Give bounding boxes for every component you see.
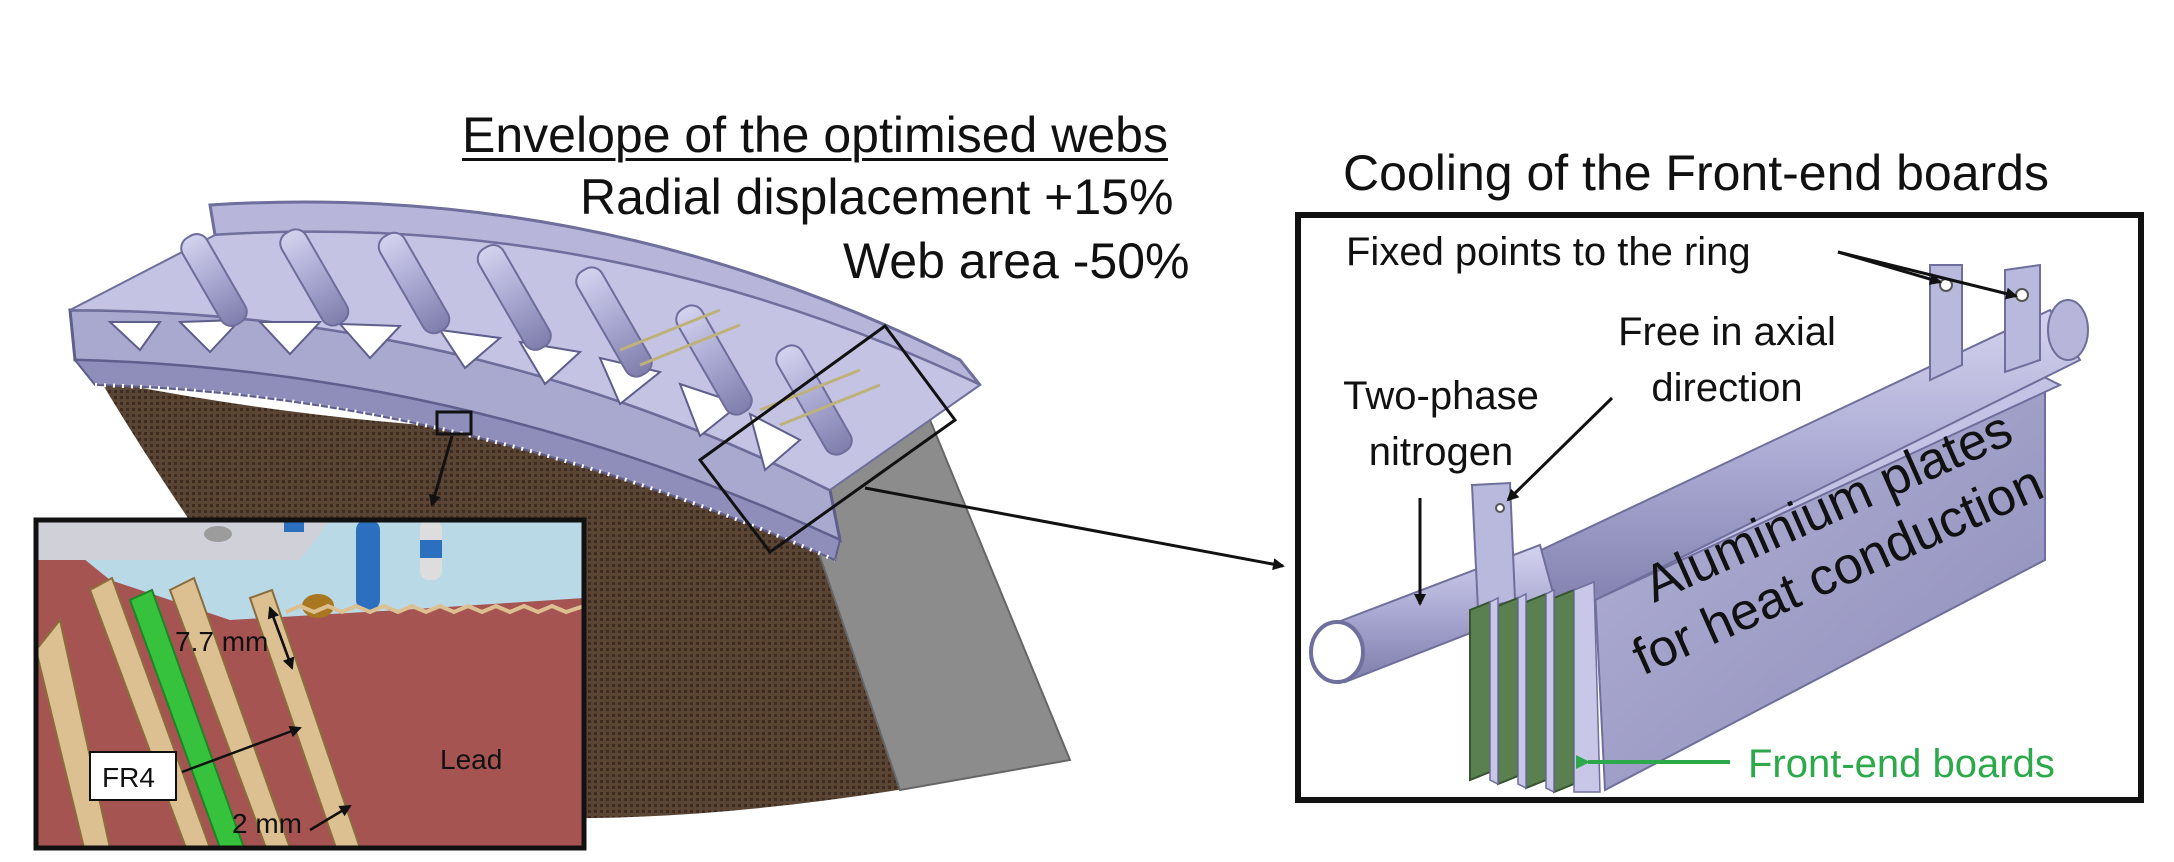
label-nitrogen-2: nitrogen [1368, 430, 1514, 474]
inset-source-box [435, 410, 473, 436]
free-axial-arrow [1506, 396, 1614, 502]
inset-label-lead: Lead [440, 744, 503, 775]
nitrogen-pipe-opening [1309, 620, 1365, 684]
ring-hole-row [94, 383, 836, 562]
fr4-pointer [181, 725, 302, 774]
label-nitrogen-1: Two-phase [1343, 374, 1539, 418]
cooling-panel [1295, 212, 2144, 803]
left-web-area: Web area -50% [843, 233, 1190, 289]
fixed-bracket-1 [1929, 264, 1963, 382]
inset-dim-spacing: 7.7 mm [175, 626, 269, 657]
inset-label-fr4: FR4 [102, 762, 155, 793]
fixed-bracket-2 [2004, 263, 2041, 374]
cooling-source-box [697, 323, 958, 555]
left-title: Envelope of the optimised webs [462, 107, 1168, 163]
front-end-boards [1469, 580, 1601, 794]
label-fixed-points: Fixed points to the ring [1346, 230, 1751, 274]
left-radial-displacement: Radial displacement +15% [580, 169, 1174, 225]
inset-blue-pipe [356, 520, 380, 610]
fixed-points-arrow-2 [1837, 250, 2018, 300]
label-free-axial-2: direction [1651, 366, 1803, 410]
inset-top-plate [36, 520, 330, 560]
inset-panel [33, 517, 587, 851]
label-free-axial-1: Free in axial [1618, 310, 1836, 354]
label-front-end-boards: Front-end boards [1748, 742, 2055, 786]
dim-plate-arrow [309, 804, 352, 832]
sliding-bracket [1470, 481, 1517, 612]
inset-plates [36, 576, 362, 848]
right-title: Cooling of the Front-end boards [1343, 145, 2049, 201]
inset-lead-edge [285, 603, 584, 615]
support-ring-lip [72, 358, 842, 562]
fr4-label-box [89, 751, 177, 801]
inset-dim-plate: 2 mm [232, 808, 302, 839]
cooling-tubes [180, 228, 853, 456]
inset-arrow [429, 435, 454, 507]
inset-fr4-plate [128, 588, 246, 848]
cooling-arrow [864, 486, 1285, 571]
upper-pipe-end [2047, 299, 2089, 361]
